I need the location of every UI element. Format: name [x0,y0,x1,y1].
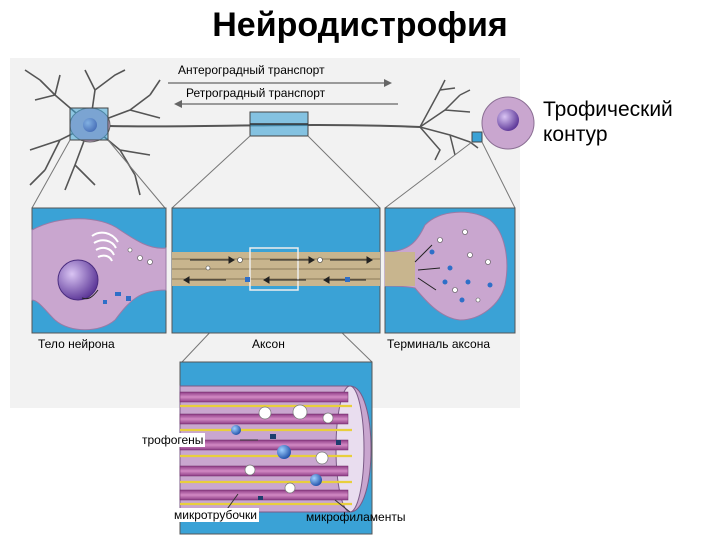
label-retrograde: Ретроградный транспорт [186,86,326,100]
label-axon-terminal: Терминаль аксона [387,337,491,351]
panel-neuron-body [31,207,167,334]
page-title: Нейродистрофия [212,6,508,44]
label-microtubules: микротрубочки [172,508,259,522]
transport-arrows [168,79,398,108]
panel-axon-terminal [384,207,516,334]
neuron-schematic [24,69,535,196]
label-trophogens: трофогены [140,433,206,447]
label-trophic-line2: контур [543,123,608,146]
axon-cross-section [179,361,373,535]
label-trophic-line1: Трофический [543,98,673,121]
label-axon: Аксон [252,337,285,351]
soma-focus-box [69,107,109,141]
label-neuron-body: Тело нейрона [38,337,115,351]
label-anterograde: Антероградный транспорт [178,63,325,77]
label-microfilaments: микрофиламенты [306,510,406,524]
panel-axon [171,207,381,334]
